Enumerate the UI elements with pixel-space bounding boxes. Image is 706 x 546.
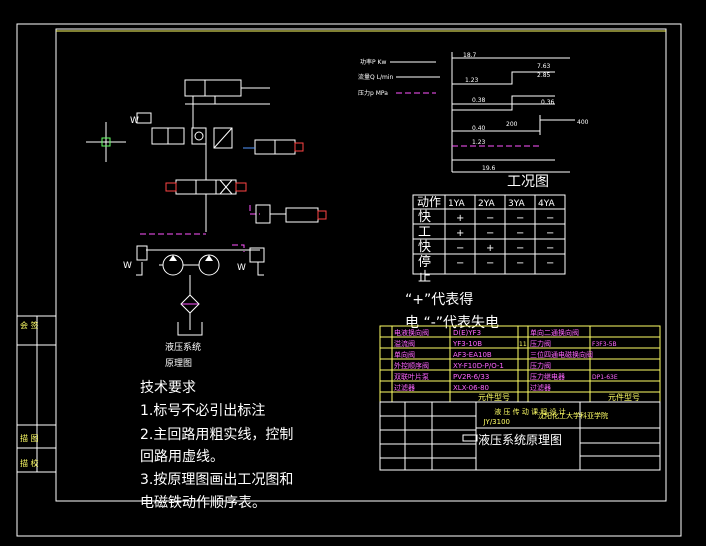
seq-cell: − [516, 243, 524, 254]
seq-cell: − [486, 228, 494, 239]
tank [177, 322, 203, 336]
legend-pressure: 压力p MPa [358, 89, 388, 97]
seq-cell: + [486, 243, 494, 254]
unit-label: JY/3100 [482, 418, 510, 426]
bom-name: 电液换向阀 [394, 328, 429, 337]
seq-cell: − [546, 228, 554, 239]
chart-title: 工况图 [507, 174, 549, 190]
bom-name: 溢流阀 [394, 339, 415, 348]
seq-cell: + [456, 213, 464, 224]
operating-chart: 18.7 7.63 2.85 1.23 0.38 0.36 200 400 0.… [451, 52, 589, 173]
seq-cell: − [516, 258, 524, 269]
bom-name2: 压力阀 [530, 339, 551, 348]
inner-frame [55, 28, 667, 502]
svg-text:7.63: 7.63 [537, 63, 551, 70]
seq-cell: − [546, 258, 554, 269]
seq-header: 4YA [538, 199, 556, 209]
seq-cell: − [516, 228, 524, 239]
seq-row-action: 快 [418, 240, 431, 255]
side-label-a: 会 签 [20, 320, 39, 330]
seq-row-action: 快 [418, 210, 431, 225]
plus-note: “+”代表得 [405, 291, 473, 308]
school-name: 沈阳化工大学科亚学院 [538, 411, 608, 420]
bom-model2: F3F3-5B [592, 341, 617, 348]
req-line-3: 回路用虚线。 [140, 449, 224, 465]
svg-text:2.85: 2.85 [537, 72, 551, 79]
bom-name2: 过滤器 [530, 383, 551, 392]
bom-model: PV2R-6/33 [453, 373, 489, 381]
seq-cell: − [486, 258, 494, 269]
bom-footer-right: 元件型号 [608, 392, 640, 402]
svg-text:0.38: 0.38 [472, 97, 486, 104]
bom-name2: 三位四通电磁换向阀 [530, 350, 593, 359]
bom-name2: 单向二通换向阀 [530, 328, 579, 337]
solenoid-sequence-table [412, 194, 566, 275]
svg-text:W: W [130, 116, 139, 126]
diagram-caption-1: 液压系统 [165, 341, 201, 353]
title-block [379, 401, 661, 471]
svg-text:0.40: 0.40 [472, 125, 486, 132]
bom-name: 双联叶片泵 [394, 372, 429, 381]
minus-note: 电 “-”代表失电 [405, 315, 499, 331]
bom-name: 过滤器 [394, 383, 415, 392]
bom-table [379, 325, 661, 403]
hydraulic-cylinder [184, 79, 242, 97]
svg-text:19.6: 19.6 [482, 165, 496, 172]
bom-model: XLX-06-80 [453, 384, 489, 392]
legend-power: 功率P Kw [360, 58, 386, 66]
bom-model: XY-F10D-P/O-1 [453, 362, 504, 370]
diagram-caption-2: 原理图 [165, 358, 192, 369]
seq-cell: − [546, 213, 554, 224]
bom-name2: 压力阀 [530, 361, 551, 370]
seq-cell: + [456, 228, 464, 239]
bom-model2: DP1-63E [592, 374, 618, 381]
seq-cell: − [486, 213, 494, 224]
seq-cell: − [546, 243, 554, 254]
bom-model: D(E)YF3 [453, 329, 481, 337]
bom-model: AF3-EA10B [453, 351, 492, 359]
outer-frame [16, 23, 682, 537]
seq-row-action: 停 [418, 254, 431, 270]
drawing-title: 液压系统原理图 [478, 432, 562, 447]
bom-no2: 11 [519, 341, 527, 348]
seq-header: 动作 [417, 195, 441, 209]
req-title: 技术要求 [140, 380, 196, 396]
crosshair-cursor [86, 122, 126, 162]
req-line-2: 2.主回路用粗实线，控制 [140, 427, 293, 443]
svg-text:1.23: 1.23 [472, 139, 486, 146]
svg-text:W: W [237, 263, 246, 273]
req-line-5: 电磁铁动作顺序表。 [140, 495, 266, 511]
seq-cell: − [456, 243, 464, 254]
req-line-1: 1.标号不必引出标注 [140, 403, 265, 419]
hydraulic-schematic: W [123, 79, 327, 336]
side-label-b: 描 图 [20, 433, 39, 443]
req-line-4: 3.按原理图画出工况图和 [140, 472, 293, 488]
bom-name2: 压力继电器 [530, 372, 565, 381]
seq-cell: − [516, 213, 524, 224]
svg-text:200: 200 [506, 121, 518, 128]
svg-text:400: 400 [577, 119, 589, 126]
legend-flow: 流量Q L/min [358, 73, 394, 81]
bom-model: YF3-10B [452, 340, 482, 348]
seq-cell: − [456, 258, 464, 269]
seq-header: 3YA [508, 199, 526, 209]
bom-footer-left: 元件型号 [478, 392, 510, 402]
bom-name: 单向阀 [394, 350, 415, 359]
seq-header: 2YA [478, 199, 496, 209]
svg-text:0.36: 0.36 [541, 99, 555, 106]
seq-row-action: 工 [418, 225, 431, 240]
seq-row-action: 止 [418, 270, 431, 285]
svg-text:1.23: 1.23 [465, 77, 479, 84]
svg-text:W: W [123, 261, 132, 271]
side-label-c: 描 校 [20, 458, 39, 468]
bom-name: 外控顺序阀 [394, 361, 429, 370]
svg-text:18.7: 18.7 [463, 52, 477, 59]
directional-valve [175, 179, 237, 195]
course-name: 液 压 传 动 课 程 设 计 [494, 407, 566, 416]
seq-header: 1YA [448, 199, 466, 209]
